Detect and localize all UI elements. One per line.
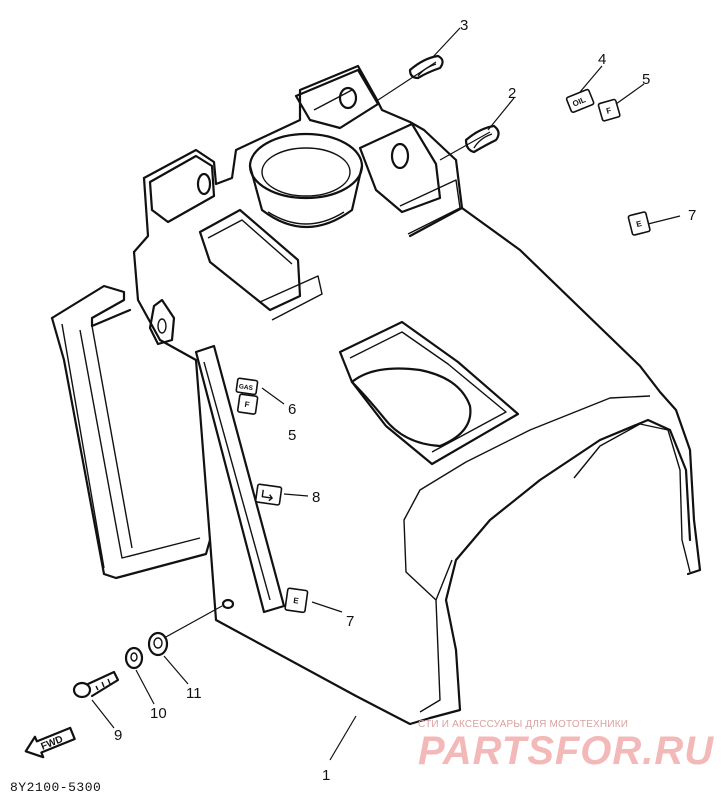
watermark-logo: PARTSFOR.RU <box>418 729 715 773</box>
bolt-part-9 <box>72 670 120 699</box>
callout-9: 9 <box>114 727 122 744</box>
fwd-label: FWD <box>39 734 64 753</box>
decal-f-top-text: F <box>605 106 612 116</box>
part-code: 8Y2100-5300 <box>10 780 102 795</box>
callout-8: 8 <box>312 489 320 506</box>
washer-part-11 <box>147 631 169 657</box>
callout-3: 3 <box>460 17 468 34</box>
decal-f-top: F <box>597 98 621 122</box>
decal-e-side: E <box>284 587 309 614</box>
grommet-part-2 <box>464 124 500 154</box>
decal-f-side: F <box>236 393 259 415</box>
callout-5-side: 5 <box>288 427 296 444</box>
callout-2: 2 <box>508 85 516 102</box>
decal-gas: GAS <box>235 377 259 396</box>
decal-f-side-text: F <box>244 400 250 410</box>
watermark-tagline: СТИ И АКСЕССУАРЫ ДЛЯ МОТОТЕХНИКИ <box>418 719 629 730</box>
callout-11: 11 <box>186 685 202 702</box>
grommet-part-3 <box>408 54 444 80</box>
callout-5-top: 5 <box>642 71 650 88</box>
front-cover-body <box>50 64 702 726</box>
callout-7-side: 7 <box>346 613 354 630</box>
washer-part-10 <box>124 646 144 670</box>
leader-lines <box>91 27 681 761</box>
callout-10: 10 <box>150 705 167 722</box>
fwd-arrow: FWD <box>24 726 76 759</box>
callout-7-top: 7 <box>688 207 696 224</box>
decal-e-side-text: E <box>293 596 300 606</box>
callout-6: 6 <box>288 401 296 418</box>
callout-1: 1 <box>322 767 330 784</box>
decal-fuel-arrow <box>254 483 283 506</box>
decal-oil: OIL <box>565 88 595 114</box>
callout-4: 4 <box>598 51 606 68</box>
decal-e-top: E <box>627 211 651 236</box>
decal-e-top-text: E <box>635 219 643 229</box>
callout-numbers: 3 2 4 5 7 6 5 8 7 9 10 11 1 <box>114 17 696 784</box>
decal-gas-text: GAS <box>238 383 254 392</box>
